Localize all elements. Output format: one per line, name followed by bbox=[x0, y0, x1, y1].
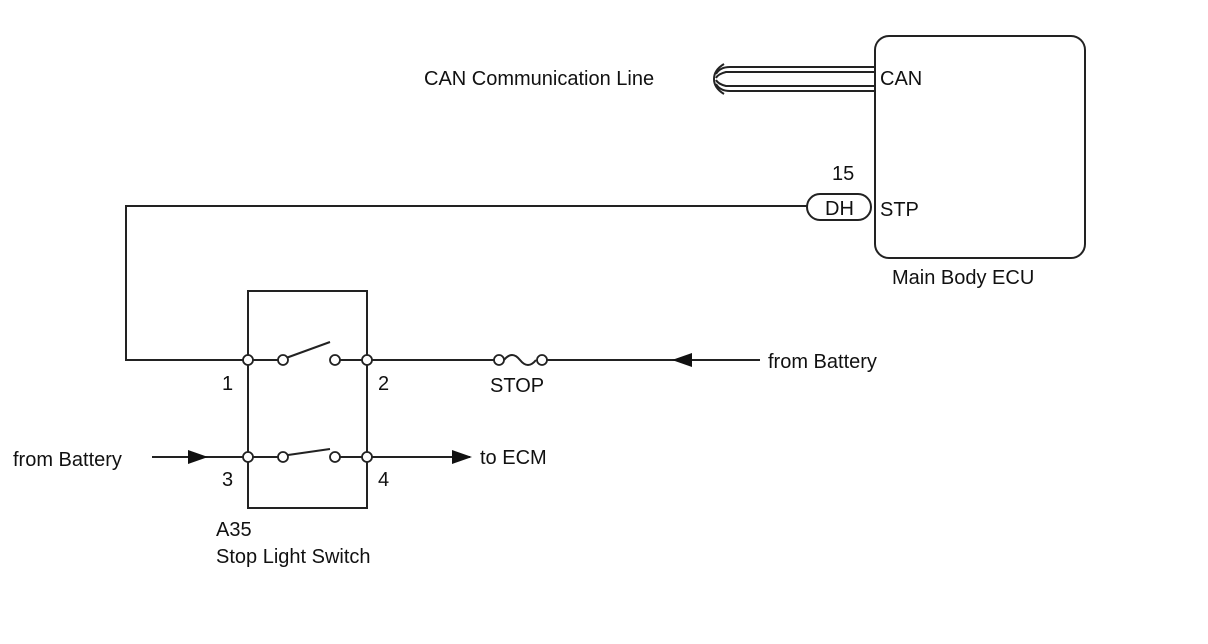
to-ecm-label: to ECM bbox=[480, 447, 547, 469]
switch-name-label: Stop Light Switch bbox=[216, 546, 371, 568]
battery-feed-arrow bbox=[672, 353, 692, 367]
to-ecm-arrow bbox=[452, 450, 472, 464]
battery-feed-left-arrow bbox=[188, 450, 208, 464]
stop-light-switch-body bbox=[247, 290, 368, 509]
dh-connector-label: DH bbox=[825, 198, 854, 220]
stop-fuse bbox=[493, 354, 548, 366]
switch-top-contact-b bbox=[329, 354, 341, 366]
from-battery-left-label: from Battery bbox=[13, 449, 122, 471]
ecu-stp-pin-label: STP bbox=[880, 199, 919, 221]
from-battery-right-label: from Battery bbox=[768, 351, 877, 373]
switch-bottom-contact-a bbox=[277, 451, 289, 463]
ecu-name-label: Main Body ECU bbox=[892, 267, 1034, 289]
main-body-ecu-box bbox=[874, 35, 1086, 259]
pin-2-terminal bbox=[361, 354, 373, 366]
pin-1-label: 1 bbox=[222, 373, 233, 395]
switch-code-label: A35 bbox=[216, 519, 252, 541]
pin-2-label: 2 bbox=[378, 373, 389, 395]
pin-1-terminal bbox=[242, 354, 254, 366]
switch-top-contact-a bbox=[277, 354, 289, 366]
switch-bottom-blade bbox=[287, 448, 331, 456]
can-communication-bundle bbox=[712, 63, 875, 95]
switch-bottom-contact-b bbox=[329, 451, 341, 463]
pin-4-label: 4 bbox=[378, 469, 389, 491]
ecu-can-pin-label: CAN bbox=[880, 68, 922, 90]
can-line-label: CAN Communication Line bbox=[424, 68, 654, 90]
pin-4-terminal bbox=[361, 451, 373, 463]
pin-3-terminal bbox=[242, 451, 254, 463]
stop-fuse-label: STOP bbox=[490, 375, 544, 397]
switch-top-blade bbox=[285, 341, 331, 359]
stp-pin-number: 15 bbox=[832, 163, 854, 185]
stp-signal-wire bbox=[125, 205, 807, 361]
pin-3-label: 3 bbox=[222, 469, 233, 491]
